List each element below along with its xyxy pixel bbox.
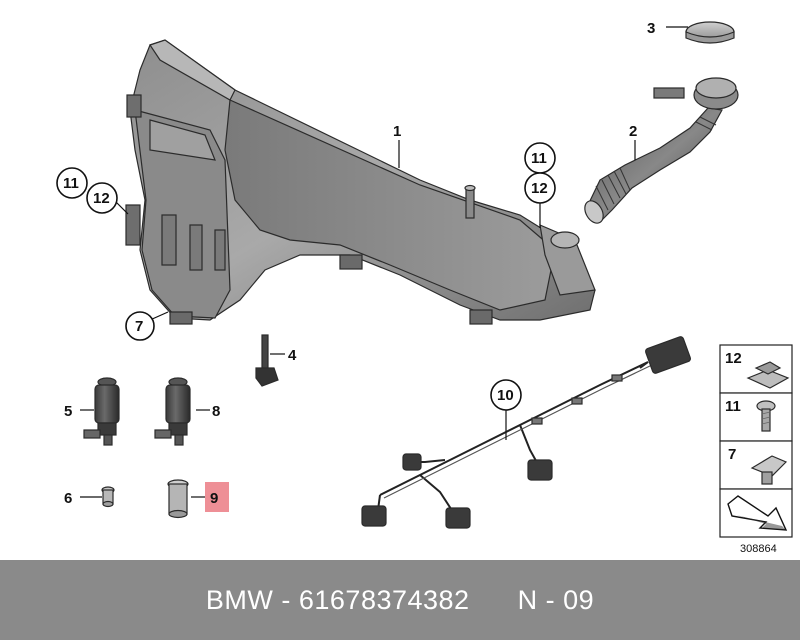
callout-9-highlight xyxy=(205,482,229,512)
small-parts-legend: 12 11 7 308864 xyxy=(719,344,793,555)
view-arrow-icon xyxy=(727,495,788,531)
diagram-code: N - 09 xyxy=(517,584,595,615)
callout-7-circle: 7 xyxy=(125,311,155,341)
legend-label-11: 11 xyxy=(725,398,741,415)
wiring-harness xyxy=(361,336,691,529)
callout-12-right: 12 xyxy=(531,180,548,197)
callout-9: 9 xyxy=(210,490,218,507)
callout-12-right-circle: 12 xyxy=(524,172,556,204)
legend-label-7: 7 xyxy=(728,446,736,463)
filler-cap xyxy=(685,21,735,44)
callout-7: 7 xyxy=(135,318,143,335)
callout-3: 3 xyxy=(647,20,655,37)
grommet-small xyxy=(101,486,115,508)
expanding-clip-icon xyxy=(750,455,788,485)
spacer xyxy=(470,585,518,616)
leader-lines xyxy=(80,26,688,498)
grommet-large xyxy=(167,479,189,519)
callout-1: 1 xyxy=(393,123,401,140)
callout-11-left-circle: 11 xyxy=(56,167,88,199)
callout-6: 6 xyxy=(64,490,72,507)
level-sensor xyxy=(255,334,279,387)
legend-cell-12 xyxy=(719,344,793,394)
callout-4: 4 xyxy=(288,347,297,364)
part-number: 61678374382 xyxy=(298,584,470,615)
callout-10: 10 xyxy=(497,387,514,404)
filler-pipe-hose xyxy=(584,77,739,224)
callout-5: 5 xyxy=(64,403,72,420)
separator: - xyxy=(273,584,299,615)
brand-label: BMW xyxy=(205,584,274,615)
callout-11-right: 11 xyxy=(531,150,547,167)
callout-2: 2 xyxy=(629,123,637,140)
washer-pump-left xyxy=(83,377,120,446)
washer-fluid-reservoir xyxy=(125,39,596,325)
diagram-reference-number: 308864 xyxy=(740,543,777,555)
washer-pump-right xyxy=(154,377,191,446)
callout-12-left-circle: 12 xyxy=(86,182,118,214)
callout-8: 8 xyxy=(212,403,220,420)
clip-nut-icon xyxy=(746,361,790,389)
legend-label-12: 12 xyxy=(725,350,742,367)
callout-11-right-circle: 11 xyxy=(524,142,556,174)
callout-10-circle: 10 xyxy=(490,379,522,411)
callout-12-left: 12 xyxy=(93,190,110,207)
callout-11-left: 11 xyxy=(63,175,79,192)
part-number-footer: BMW - 61678374382 N - 09 xyxy=(0,560,800,640)
legend-cell-11 xyxy=(719,392,793,442)
screw-icon xyxy=(756,400,776,432)
parts-diagram: 1 2 3 4 5 6 8 9 7 10 11 12 11 12 12 11 7 xyxy=(56,20,793,555)
